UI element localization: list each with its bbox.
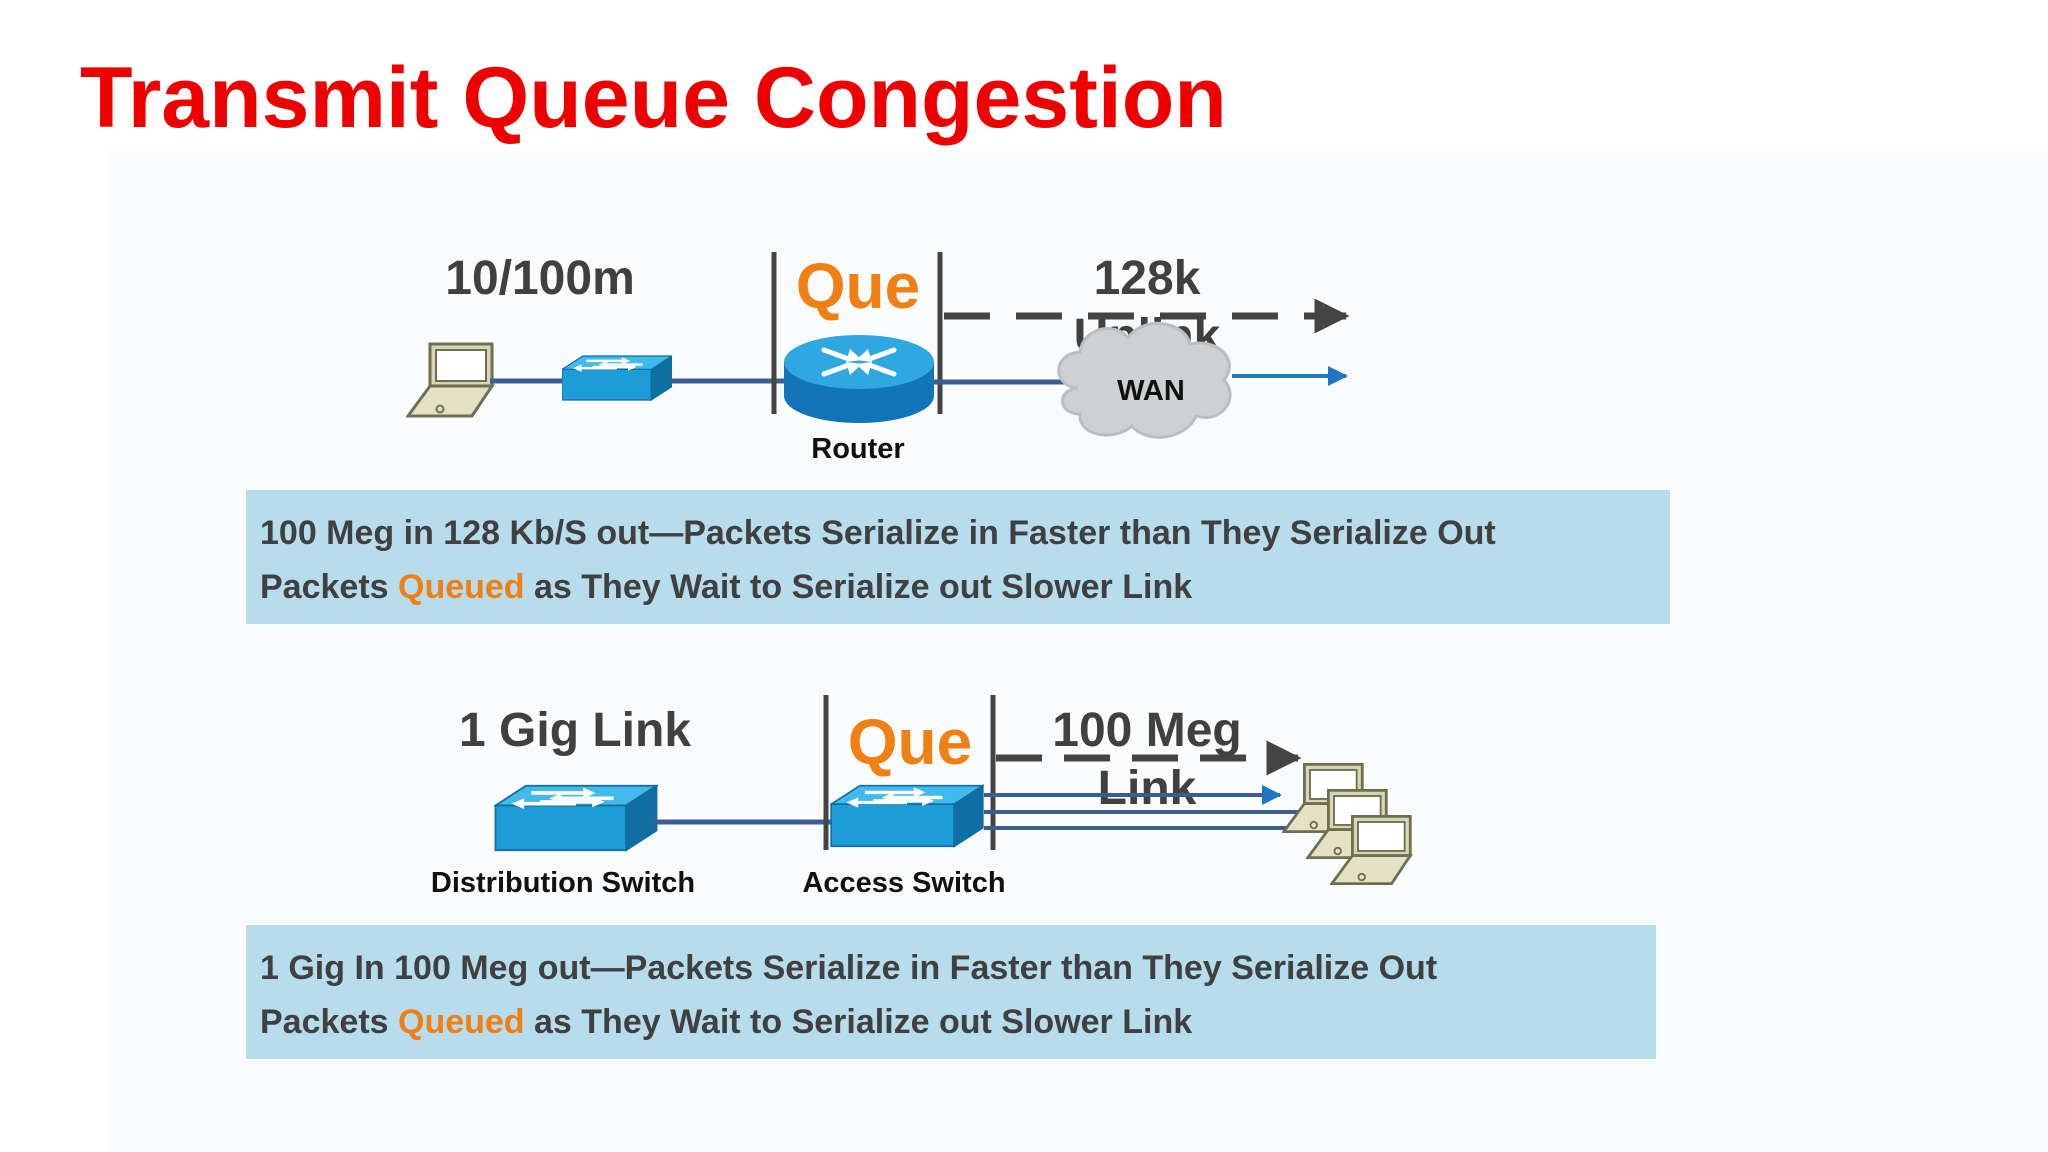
- wan-label: WAN: [1117, 375, 1185, 407]
- out-word-label: Link: [1098, 762, 1197, 815]
- note-text: Packets: [260, 1003, 398, 1041]
- note-text: as They Wait to Serialize out Slower Lin…: [524, 568, 1193, 606]
- distribution-switch-icon: [494, 784, 658, 852]
- queue-label: Que: [796, 250, 920, 322]
- note-text: Packets: [260, 568, 398, 606]
- router-label: Router: [811, 433, 904, 465]
- access-switch-label: Access Switch: [802, 867, 1005, 899]
- switch-icon: [562, 355, 672, 401]
- laptop-icon: [406, 342, 494, 418]
- note-line-2: Packets Queued as They Wait to Serialize…: [260, 560, 1656, 614]
- gig-link-label: 1 Gig Link: [459, 704, 691, 757]
- lan-speed-label: 10/100m: [445, 252, 635, 305]
- access-switch-icon: [830, 784, 984, 848]
- uplink-speed-label: 128k: [1094, 252, 1201, 305]
- slide-title: Transmit Queue Congestion: [80, 50, 1227, 146]
- note-line-1: 1 Gig In 100 Meg out—Packets Serialize i…: [260, 949, 1438, 987]
- router-icon: [784, 335, 934, 423]
- out-speed-label: 100 Meg: [1052, 704, 1241, 757]
- queued-highlight: Queued: [398, 568, 525, 606]
- wan-cloud-icon: [1057, 322, 1232, 439]
- note-box-top: 100 Meg in 128 Kb/S out—Packets Serializ…: [246, 490, 1670, 624]
- queue-label-bottom: Que: [848, 706, 972, 778]
- note-line-2: Packets Queued as They Wait to Serialize…: [260, 995, 1642, 1049]
- distribution-switch-label: Distribution Switch: [431, 867, 695, 899]
- note-text: as They Wait to Serialize out Slower Lin…: [524, 1003, 1193, 1041]
- note-box-bottom: 1 Gig In 100 Meg out—Packets Serialize i…: [246, 925, 1656, 1059]
- queued-highlight: Queued: [398, 1003, 525, 1041]
- note-line-1: 100 Meg in 128 Kb/S out—Packets Serializ…: [260, 514, 1496, 552]
